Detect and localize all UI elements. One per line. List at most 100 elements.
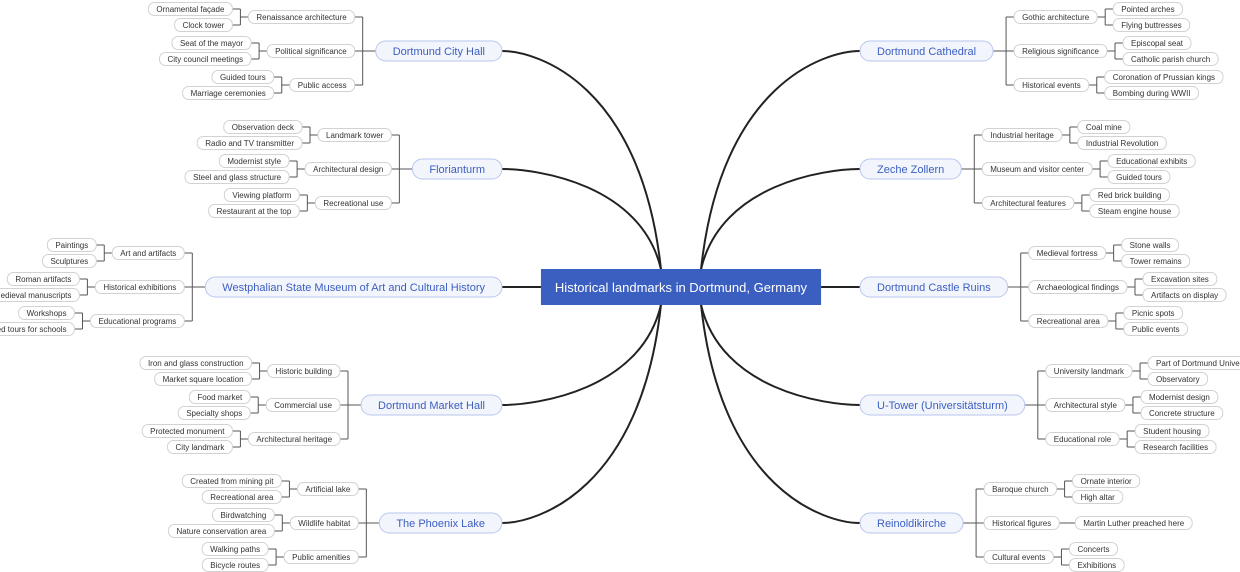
leaf-paintings[interactable]: Paintings — [46, 238, 97, 252]
leaf-ornate-interior[interactable]: Ornate interior — [1072, 474, 1141, 488]
subtopic-architectural-style[interactable]: Architectural style — [1045, 398, 1126, 412]
leaf-viewing-platform[interactable]: Viewing platform — [223, 188, 300, 202]
leaf-roman-artifacts[interactable]: Roman artifacts — [6, 272, 80, 286]
leaf-educational-exhibits[interactable]: Educational exhibits — [1107, 154, 1196, 168]
subtopic-religious-significance[interactable]: Religious significance — [1013, 44, 1108, 58]
leaf-modernist-design[interactable]: Modernist design — [1140, 390, 1219, 404]
leaf-observatory[interactable]: Observatory — [1147, 372, 1209, 386]
leaf-restaurant-at-the-top[interactable]: Restaurant at the top — [208, 204, 300, 218]
subtopic-architectural-design[interactable]: Architectural design — [304, 162, 392, 176]
branch-dortmund-market-hall[interactable]: Dortmund Market Hall — [360, 394, 503, 416]
subtopic-historical-figures[interactable]: Historical figures — [983, 516, 1060, 530]
leaf-observation-deck[interactable]: Observation deck — [223, 120, 303, 134]
leaf-seat-of-the-mayor[interactable]: Seat of the mayor — [171, 36, 252, 50]
leaf-bicycle-routes[interactable]: Bicycle routes — [201, 558, 269, 572]
leaf-ornamental-facade[interactable]: Ornamental façade — [147, 2, 233, 16]
leaf-city-landmark[interactable]: City landmark — [167, 440, 233, 454]
leaf-high-altar[interactable]: High altar — [1072, 490, 1124, 504]
subtopic-architectural-features[interactable]: Architectural features — [981, 196, 1075, 210]
branch-westphalian-state-museum-of-art-and-cultural-history[interactable]: Westphalian State Museum of Art and Cult… — [204, 276, 503, 298]
leaf-coronation-of-prussian-kings[interactable]: Coronation of Prussian kings — [1104, 70, 1224, 84]
leaf-industrial-revolution[interactable]: Industrial Revolution — [1077, 136, 1167, 150]
branch-dortmund-city-hall[interactable]: Dortmund City Hall — [375, 40, 503, 62]
subtopic-educational-programs[interactable]: Educational programs — [89, 314, 185, 328]
subtopic-landmark-tower[interactable]: Landmark tower — [317, 128, 392, 142]
subtopic-archaeological-findings[interactable]: Archaeological findings — [1028, 280, 1128, 294]
subtopic-university-landmark[interactable]: University landmark — [1045, 364, 1133, 378]
leaf-clock-tower[interactable]: Clock tower — [174, 18, 233, 32]
subtopic-medieval-fortress[interactable]: Medieval fortress — [1028, 246, 1107, 260]
leaf-city-council-meetings[interactable]: City council meetings — [159, 52, 252, 66]
leaf-created-from-mining-pit[interactable]: Created from mining pit — [181, 474, 282, 488]
branch-dortmund-cathedral[interactable]: Dortmund Cathedral — [859, 40, 994, 62]
subtopic-artificial-lake[interactable]: Artificial lake — [296, 482, 359, 496]
leaf-medieval-manuscripts[interactable]: Medieval manuscripts — [0, 288, 80, 302]
leaf-birdwatching[interactable]: Birdwatching — [211, 508, 275, 522]
leaf-protected-monument[interactable]: Protected monument — [141, 424, 233, 438]
subtopic-political-significance[interactable]: Political significance — [266, 44, 356, 58]
leaf-bombing-during-wwii[interactable]: Bombing during WWII — [1104, 86, 1200, 100]
subtopic-public-amenities[interactable]: Public amenities — [283, 550, 359, 564]
central-topic[interactable]: Historical landmarks in Dortmund, German… — [540, 269, 822, 305]
subtopic-educational-role[interactable]: Educational role — [1045, 432, 1120, 446]
subtopic-wildlife-habitat[interactable]: Wildlife habitat — [289, 516, 359, 530]
leaf-modernist-style[interactable]: Modernist style — [218, 154, 290, 168]
leaf-research-facilities[interactable]: Research facilities — [1134, 440, 1217, 454]
subtopic-commercial-use[interactable]: Commercial use — [265, 398, 341, 412]
leaf-workshops[interactable]: Workshops — [18, 306, 75, 320]
subtopic-recreational-use[interactable]: Recreational use — [314, 196, 392, 210]
leaf-steel-and-glass-structure[interactable]: Steel and glass structure — [184, 170, 290, 184]
branch-u-tower-universitatsturm[interactable]: U-Tower (Universitätsturm) — [859, 394, 1026, 416]
leaf-guided-tours[interactable]: Guided tours — [1107, 170, 1171, 184]
leaf-steam-engine-house[interactable]: Steam engine house — [1089, 204, 1180, 218]
subtopic-public-access[interactable]: Public access — [289, 78, 356, 92]
subtopic-cultural-events[interactable]: Cultural events — [983, 550, 1054, 564]
leaf-market-square-location[interactable]: Market square location — [154, 372, 253, 386]
leaf-exhibitions[interactable]: Exhibitions — [1068, 558, 1125, 572]
subtopic-gothic-architecture[interactable]: Gothic architecture — [1013, 10, 1098, 24]
leaf-concerts[interactable]: Concerts — [1068, 542, 1118, 556]
leaf-sculptures[interactable]: Sculptures — [41, 254, 97, 268]
leaf-pointed-arches[interactable]: Pointed arches — [1112, 2, 1184, 16]
subtopic-architectural-heritage[interactable]: Architectural heritage — [247, 432, 341, 446]
leaf-specialty-shops[interactable]: Specialty shops — [177, 406, 251, 420]
subtopic-art-and-artifacts[interactable]: Art and artifacts — [111, 246, 185, 260]
branch-florianturm[interactable]: Florianturm — [411, 158, 503, 180]
leaf-marriage-ceremonies[interactable]: Marriage ceremonies — [182, 86, 275, 100]
subtopic-industrial-heritage[interactable]: Industrial heritage — [981, 128, 1063, 142]
leaf-artifacts-on-display[interactable]: Artifacts on display — [1142, 288, 1227, 302]
subtopic-historical-events[interactable]: Historical events — [1013, 78, 1090, 92]
subtopic-historic-building[interactable]: Historic building — [267, 364, 341, 378]
leaf-episcopal-seat[interactable]: Episcopal seat — [1122, 36, 1192, 50]
leaf-red-brick-building[interactable]: Red brick building — [1089, 188, 1170, 202]
subtopic-museum-and-visitor-center[interactable]: Museum and visitor center — [981, 162, 1093, 176]
leaf-student-housing[interactable]: Student housing — [1134, 424, 1210, 438]
branch-reinoldikirche[interactable]: Reinoldikirche — [859, 512, 964, 534]
leaf-martin-luther-preached-here[interactable]: Martin Luther preached here — [1074, 516, 1193, 530]
leaf-tower-remains[interactable]: Tower remains — [1121, 254, 1191, 268]
branch-dortmund-castle-ruins[interactable]: Dortmund Castle Ruins — [859, 276, 1009, 298]
leaf-food-market[interactable]: Food market — [188, 390, 251, 404]
leaf-picnic-spots[interactable]: Picnic spots — [1123, 306, 1184, 320]
leaf-recreational-area[interactable]: Recreational area — [201, 490, 282, 504]
subtopic-recreational-area[interactable]: Recreational area — [1028, 314, 1109, 328]
leaf-part-of-dortmund-university[interactable]: Part of Dortmund University — [1147, 356, 1240, 370]
leaf-guided-tours[interactable]: Guided tours — [211, 70, 275, 84]
leaf-excavation-sites[interactable]: Excavation sites — [1142, 272, 1218, 286]
leaf-iron-and-glass-construction[interactable]: Iron and glass construction — [139, 356, 253, 370]
subtopic-baroque-church[interactable]: Baroque church — [983, 482, 1058, 496]
branch-zeche-zollern[interactable]: Zeche Zollern — [859, 158, 962, 180]
subtopic-historical-exhibitions[interactable]: Historical exhibitions — [94, 280, 185, 294]
leaf-public-events[interactable]: Public events — [1123, 322, 1188, 336]
leaf-concrete-structure[interactable]: Concrete structure — [1140, 406, 1224, 420]
leaf-flying-buttresses[interactable]: Flying buttresses — [1112, 18, 1191, 32]
leaf-nature-conservation-area[interactable]: Nature conservation area — [167, 524, 275, 538]
leaf-coal-mine[interactable]: Coal mine — [1077, 120, 1131, 134]
branch-the-phoenix-lake[interactable]: The Phoenix Lake — [378, 512, 503, 534]
subtopic-renaissance-architecture[interactable]: Renaissance architecture — [247, 10, 356, 24]
leaf-guided-tours-for-schools[interactable]: Guided tours for schools — [0, 322, 75, 336]
leaf-walking-paths[interactable]: Walking paths — [201, 542, 269, 556]
leaf-stone-walls[interactable]: Stone walls — [1121, 238, 1180, 252]
leaf-catholic-parish-church[interactable]: Catholic parish church — [1122, 52, 1219, 66]
leaf-radio-and-tv-transmitter[interactable]: Radio and TV transmitter — [196, 136, 303, 150]
